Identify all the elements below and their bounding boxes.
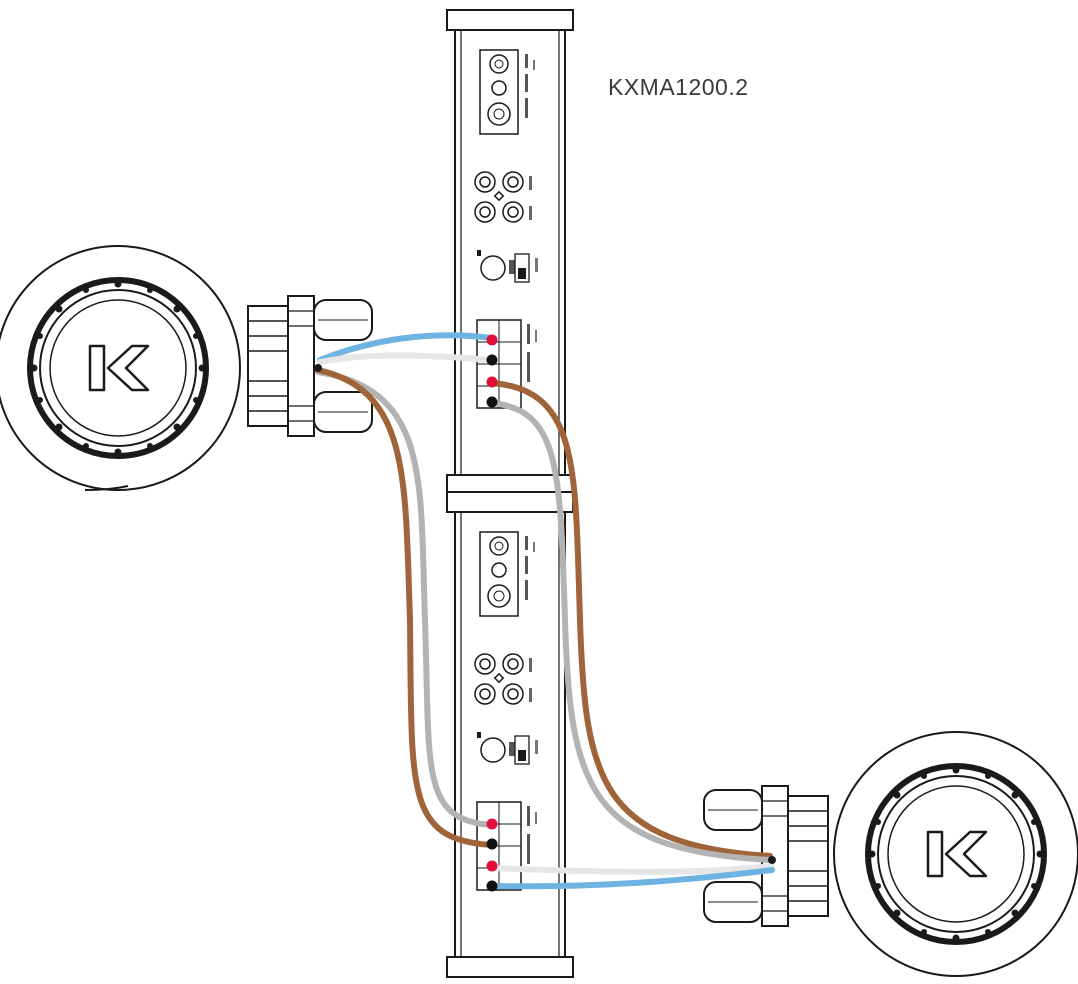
- terminal-positive: [486, 860, 498, 872]
- amp-bottom-terminals: [486, 818, 498, 892]
- terminal-positive: [486, 334, 498, 346]
- amplifier-bottom: [446, 491, 574, 978]
- wire-gray-left: [315, 369, 495, 828]
- amplifier-top: [446, 9, 574, 496]
- wire-gray-right: [489, 400, 773, 863]
- wire-brown-right: [489, 380, 773, 859]
- subwoofer-left: [0, 246, 373, 490]
- terminal-positive: [486, 376, 498, 388]
- wire-blue-top: [317, 332, 495, 363]
- wire-white-bottom: [489, 863, 775, 875]
- terminal-positive: [486, 818, 498, 830]
- terminal-negative: [486, 354, 498, 366]
- wire-blue-bottom: [489, 867, 775, 890]
- wire-brown-left: [315, 367, 495, 848]
- terminal-negative: [486, 838, 498, 850]
- amplifier-model-label: KXMA1200.2: [608, 74, 749, 100]
- wire-white-top: [317, 352, 495, 365]
- terminal-negative: [486, 396, 498, 408]
- terminal-negative: [486, 880, 498, 892]
- amp-top-terminals: [486, 334, 498, 408]
